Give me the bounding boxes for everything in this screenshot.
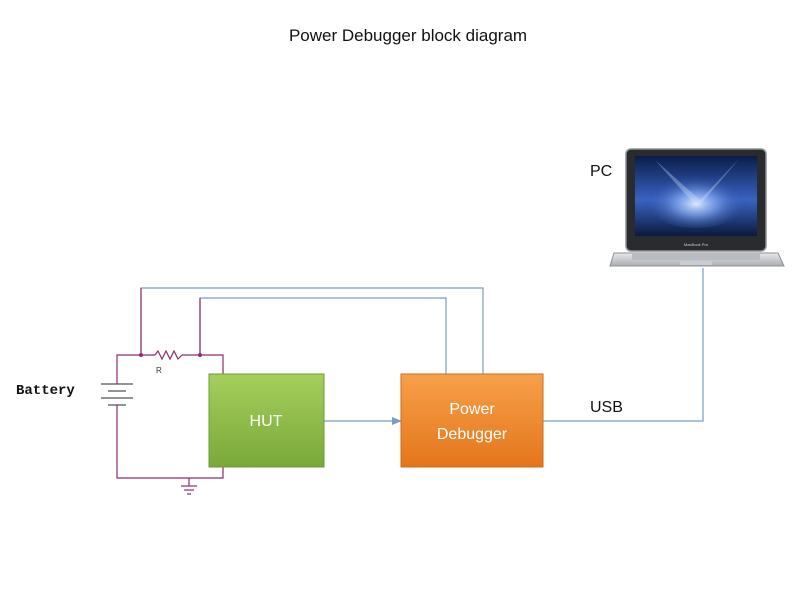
svg-text:MacBook Pro: MacBook Pro — [684, 242, 709, 247]
resistor-label: R — [156, 366, 162, 375]
battery-icon — [101, 382, 133, 412]
junction-dot — [198, 353, 202, 357]
pc-label: PC — [590, 163, 612, 180]
resistor-icon — [154, 349, 183, 361]
hut-block: HUT — [208, 373, 325, 468]
power-debugger-label-line1: Power — [449, 401, 495, 418]
laptop-icon: MacBook Pro — [609, 148, 785, 267]
usb-label: USB — [590, 399, 623, 416]
usb-cable — [543, 268, 704, 422]
sense-wire-inner — [199, 297, 447, 374]
ground-icon — [181, 485, 197, 495]
battery-label: Battery — [16, 383, 75, 399]
sense-wire-outer — [140, 287, 484, 374]
battery-circuit — [116, 288, 224, 486]
power-debugger-block: Power Debugger — [400, 373, 544, 468]
junction-dot — [139, 353, 143, 357]
power-debugger-label-line2: Debugger — [437, 426, 508, 443]
hut-label: HUT — [250, 413, 283, 430]
diagram-title: Power Debugger block diagram — [289, 26, 527, 45]
